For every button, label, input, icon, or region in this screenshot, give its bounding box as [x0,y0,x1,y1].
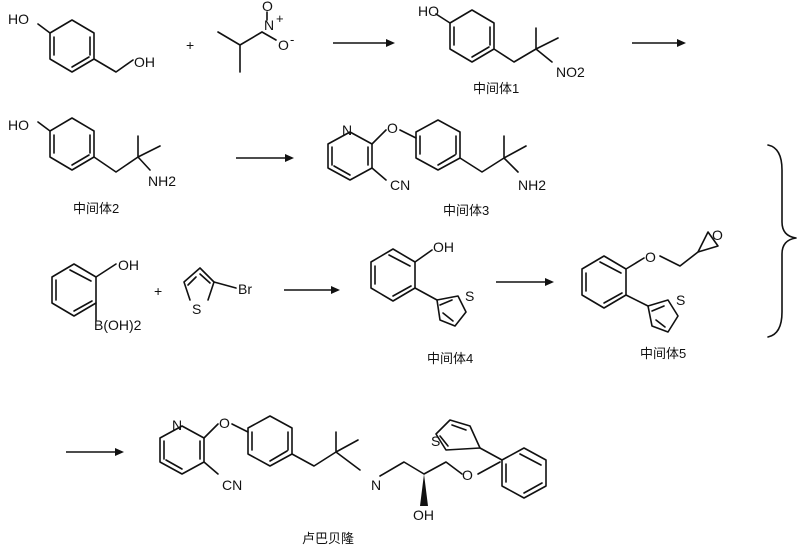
amine-label: NH2 [518,177,546,193]
hydroxyl-label-2: OH [134,54,155,70]
nitro-oxygen-label: O [262,0,273,14]
pyridine-nitrogen-label: N [342,122,352,138]
ether-oxygen-label: O [219,415,230,431]
sulfur-label: S [431,433,440,449]
arrowhead [386,39,395,47]
hydroxyl-label: HO [8,11,29,27]
arrowhead [115,448,124,456]
intermediate-3: N O CN NH2 中间体3 [327,119,546,218]
nitrile-label: CN [222,477,242,493]
hydroxyl-label: HO [418,3,439,19]
caption-product: 卢巴贝隆 [302,531,354,546]
minus-charge-label: - [290,32,294,47]
reactant-hydroxybenzyl-alcohol: HO OH [8,11,155,73]
intermediate-4: OH S 中间体4 [370,239,474,366]
arrowhead [285,154,294,162]
nitro-oxygen-label-2: O [278,37,289,53]
hydroxyl-label: HO [8,117,29,133]
ether-oxygen-label: O [645,249,656,265]
amine-label: NH2 [148,173,176,189]
plus-charge-label: + [276,11,284,26]
boronic-acid-label: B(OH)2 [94,317,142,333]
sulfur-label: S [676,292,685,308]
nitro-label: NO2 [556,64,585,80]
caption-intermediate-3: 中间体3 [443,203,489,218]
plus-sign: + [154,283,162,299]
intermediate-5: O O S 中间体5 [581,227,723,361]
reactant-hydroxyphenylboronic-acid: OH B(OH)2 [51,257,142,333]
epoxide-oxygen-label: O [712,227,723,243]
nitrile-label: CN [390,177,410,193]
arrowhead [331,286,340,294]
hydroxyl-label: OH [413,507,434,523]
ether-oxygen-label-2: O [462,467,473,483]
amine-nitrogen-label: N [371,477,381,493]
caption-intermediate-4: 中间体4 [427,351,473,366]
caption-intermediate-1: 中间体1 [473,81,519,96]
stereo-wedge [420,474,428,506]
reactant-nitropropane: O N + O - [217,0,294,73]
bromine-label: Br [238,281,252,297]
intermediate-1: HO NO2 中间体1 [418,3,585,96]
sulfur-label: S [465,288,474,304]
ether-oxygen-label: O [387,120,398,136]
pyridine-nitrogen-label: N [172,417,182,433]
hydroxyl-label: OH [118,257,139,273]
plus-sign: + [186,37,194,53]
hydroxyl-label: OH [433,239,454,255]
caption-intermediate-2: 中间体2 [73,201,119,216]
sulfur-label: S [192,301,201,317]
final-product: N O CN N O OH S 卢巴贝隆 [159,415,547,546]
arrowhead [545,278,554,286]
reactant-bromothiophene: S Br [183,267,252,317]
caption-intermediate-5: 中间体5 [640,346,686,361]
arrowhead [677,39,686,47]
curly-brace [767,144,797,338]
nitro-nitrogen-label: N [264,17,274,33]
intermediate-2: HO NH2 中间体2 [8,117,176,216]
